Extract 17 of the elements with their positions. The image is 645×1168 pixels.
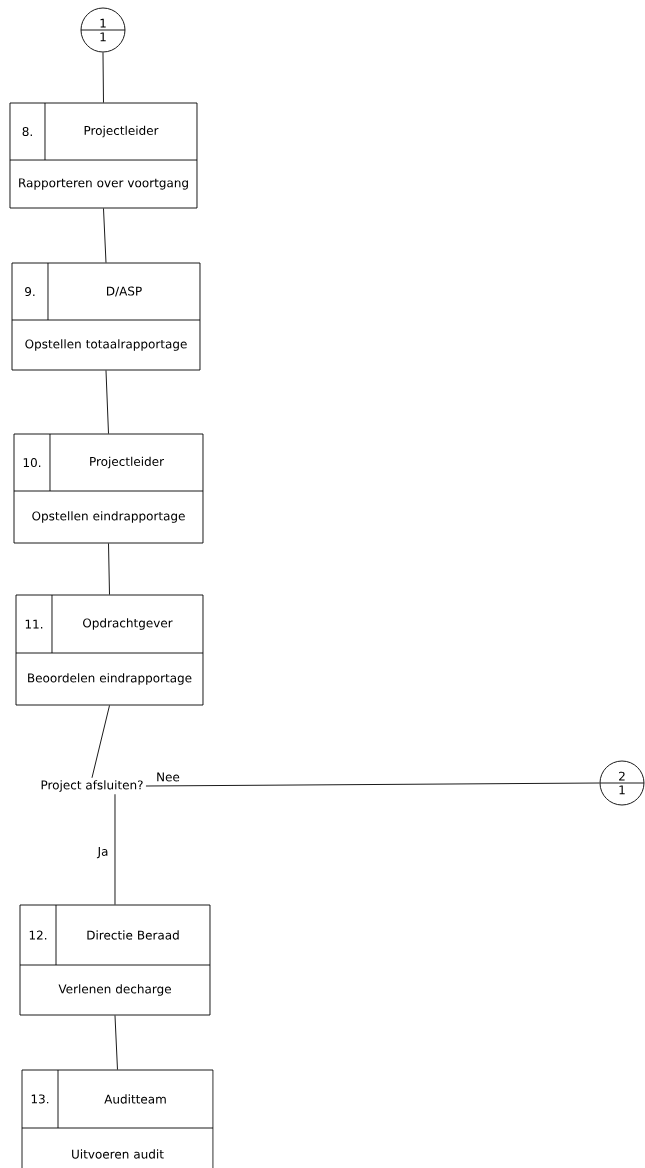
connector-line: [114, 1015, 118, 1070]
edge-label: Ja: [96, 846, 110, 860]
process-box: 11. Opdrachtgever Beoordelen eindrapportage: [15, 594, 204, 706]
process-box: 9. D/ASP Opstellen totaalrapportage: [11, 262, 201, 371]
connector-line: [114, 793, 116, 905]
process-box: 10. Projectleider Opstellen eindrapportage: [13, 433, 204, 544]
connector-line: [105, 370, 109, 434]
process-box: 13. Auditteam Uitvoeren audit: [21, 1069, 214, 1168]
process-box: 8. Projectleider Rapporteren over voortgang: [9, 102, 198, 209]
process-box: 12. Directie Beraad Verlenen decharge: [19, 904, 211, 1016]
edge-label: Nee: [155, 771, 181, 783]
connector-line: [102, 52, 104, 103]
connector-line: [91, 705, 110, 779]
connector-line: [103, 208, 107, 263]
connector-line: [145, 782, 600, 787]
decision-question: Project afsluiten?: [41, 780, 143, 792]
connector-line: [108, 543, 110, 595]
